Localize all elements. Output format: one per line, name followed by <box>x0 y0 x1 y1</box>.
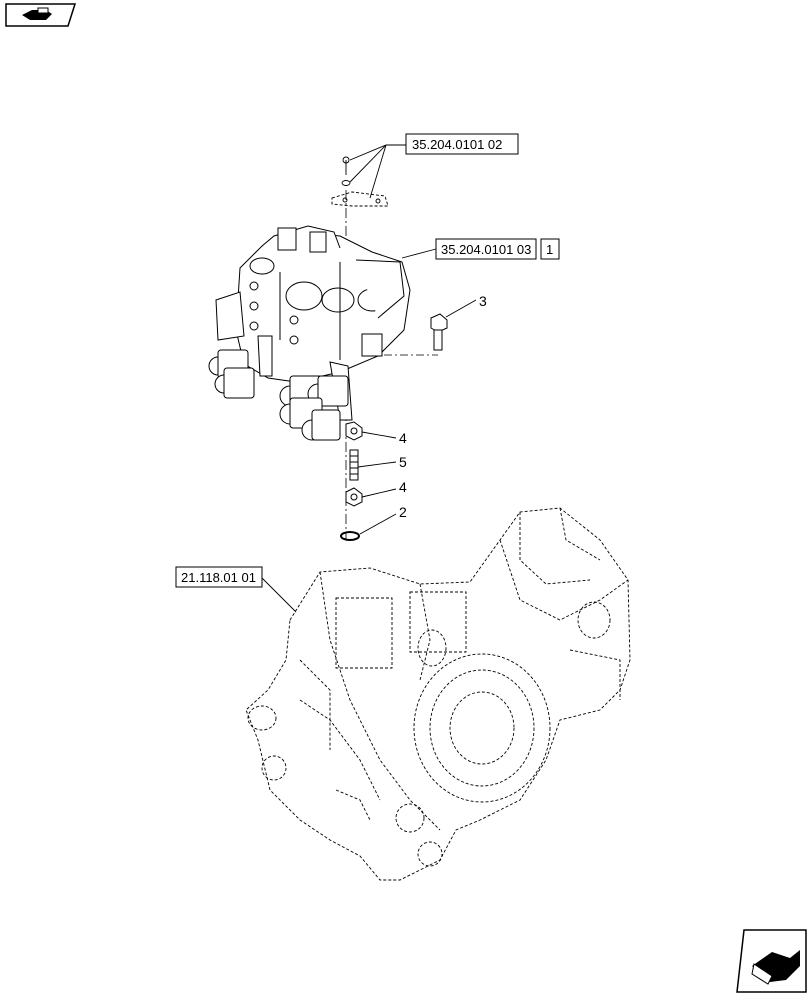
hydraulic-couplers <box>208 349 349 441</box>
valve-ref-box[interactable] <box>435 238 537 260</box>
next-page-button[interactable] <box>736 929 807 993</box>
mounting-bracket <box>331 144 406 207</box>
lower-nut-callout: 4 <box>399 479 407 495</box>
oring-leader <box>359 513 397 535</box>
stud-leader <box>357 461 397 468</box>
upper-nut-callout: 4 <box>399 430 407 446</box>
lower-nut-part <box>345 487 363 507</box>
bolt-leader <box>445 299 477 318</box>
stud-part <box>349 449 359 481</box>
bolt-callout: 3 <box>479 293 487 309</box>
back-to-index-button[interactable] <box>5 3 77 27</box>
upper-nut-leader <box>361 431 397 439</box>
valve-item-box <box>540 238 560 260</box>
housing-ref-box[interactable] <box>175 566 263 588</box>
valve-item-number: 1 <box>546 242 553 257</box>
housing-leader <box>261 577 297 613</box>
upper-nut-part <box>345 421 363 441</box>
bracket-ref-label[interactable]: 35.204.0101 02 <box>412 137 502 152</box>
stud-callout: 5 <box>399 454 407 470</box>
valve-ref-label[interactable]: 35.204.0101 03 <box>441 242 531 257</box>
bolt-part <box>430 313 448 351</box>
oring-part <box>340 531 360 541</box>
bracket-ref-box[interactable] <box>405 133 519 155</box>
oring-callout: 2 <box>399 504 407 520</box>
lower-nut-leader <box>361 488 397 498</box>
control-valve-assembly <box>208 225 411 441</box>
next-page-arrow-icon <box>751 950 800 985</box>
transmission-housing <box>245 507 631 881</box>
back-to-index-arrow-icon <box>22 7 52 20</box>
valve-leader <box>401 248 437 259</box>
housing-ref-label[interactable]: 21.118.01 01 <box>181 570 256 585</box>
